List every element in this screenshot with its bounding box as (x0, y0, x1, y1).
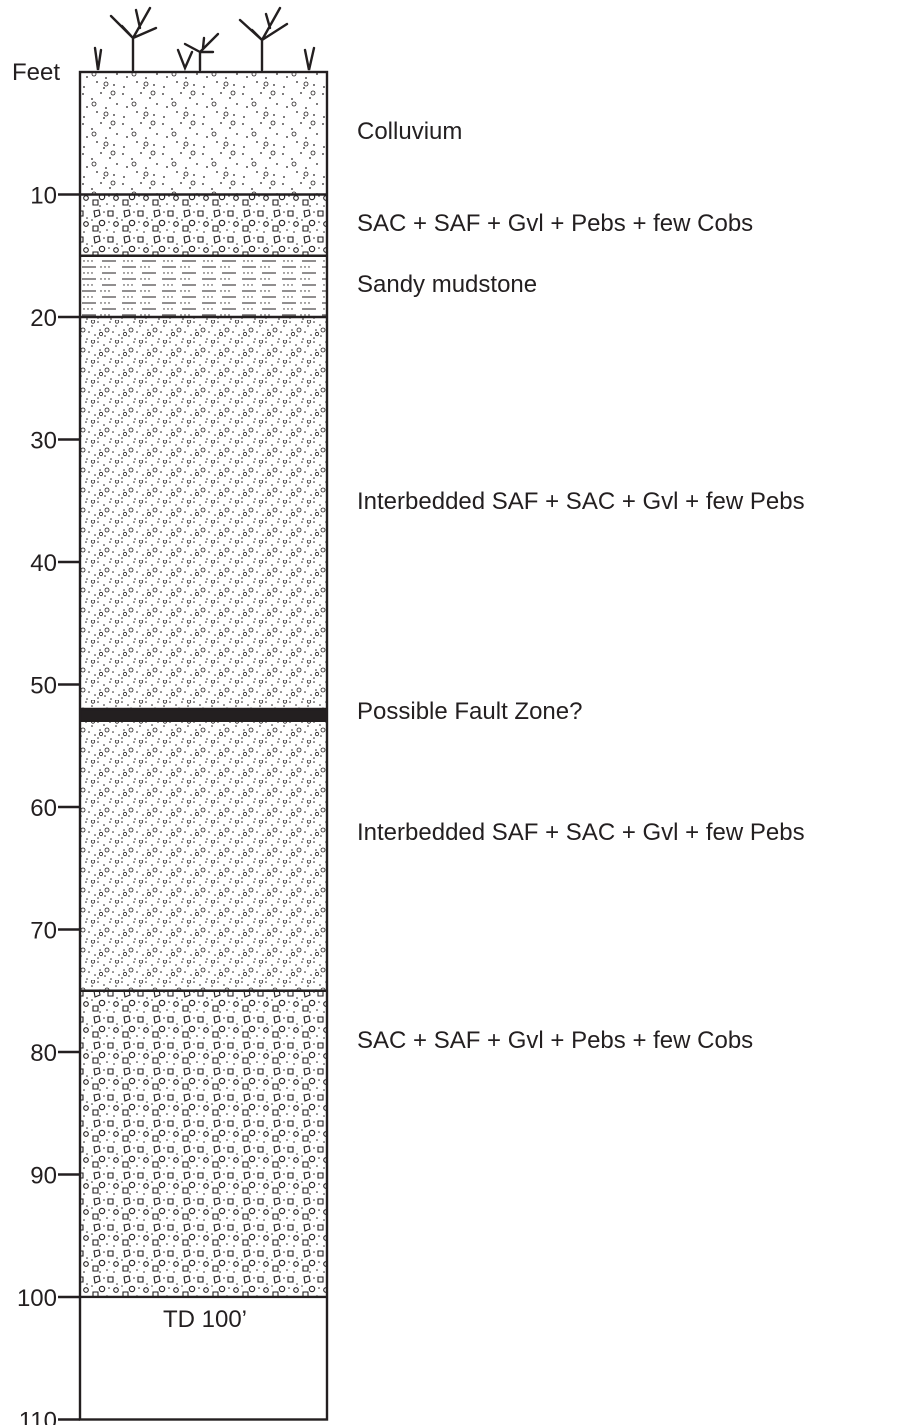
depth-tick-label: 50 (30, 673, 57, 700)
stratum-dense-sand-pebbles (80, 317, 327, 709)
depth-tick-label: 10 (30, 183, 57, 210)
stratum-gravel-cobbles (80, 194, 327, 256)
depth-tick-label: 40 (30, 550, 57, 577)
stratum-solid-black (80, 709, 327, 722)
total-depth-label: TD 100’ (163, 1306, 247, 1333)
column-outline (78, 70, 329, 1421)
depth-axis: 10 20 30 40 50 60 70 80 90 100 110 (17, 183, 80, 1425)
below-total-depth-interval (80, 1298, 327, 1420)
depth-tick-label: 90 (30, 1163, 57, 1190)
layer-label-fault-zone: Possible Fault Zone? (357, 698, 582, 725)
layer-label-lower-gravel: SAC + SAF + Gvl + Pebs + few Cobs (357, 1027, 753, 1054)
stratum-fine-sand-with-pebbles (80, 72, 327, 195)
depth-tick-label: 100 (17, 1285, 57, 1312)
layer-label-sandy-mudstone: Sandy mudstone (357, 271, 537, 298)
depth-tick-label: 30 (30, 428, 57, 455)
layer-label-upper-interbedded: Interbedded SAF + SAC + Gvl + few Pebs (357, 488, 805, 515)
depth-tick-label: 110 (19, 1408, 57, 1425)
strata-column (80, 72, 327, 1299)
stratum-sandy-mudstone (80, 255, 327, 317)
layer-labels: Colluvium SAC + SAF + Gvl + Pebs + few C… (357, 118, 805, 1054)
depth-tick-label: 60 (30, 795, 57, 822)
layer-label-colluvium: Colluvium (357, 118, 462, 145)
surface-vegetation-icon (93, 6, 316, 72)
depth-tick-label: 80 (30, 1040, 57, 1067)
depth-tick-label: 20 (30, 305, 57, 332)
layer-label-upper-gravel: SAC + SAF + Gvl + Pebs + few Cobs (357, 210, 753, 237)
stratum-dense-sand-pebbles (80, 721, 327, 991)
depth-unit-label: Feet (12, 59, 60, 86)
depth-tick-label: 70 (30, 918, 57, 945)
stratum-gravel-cobbles (80, 990, 327, 1297)
layer-label-lower-interbedded: Interbedded SAF + SAC + Gvl + few Pebs (357, 819, 805, 846)
